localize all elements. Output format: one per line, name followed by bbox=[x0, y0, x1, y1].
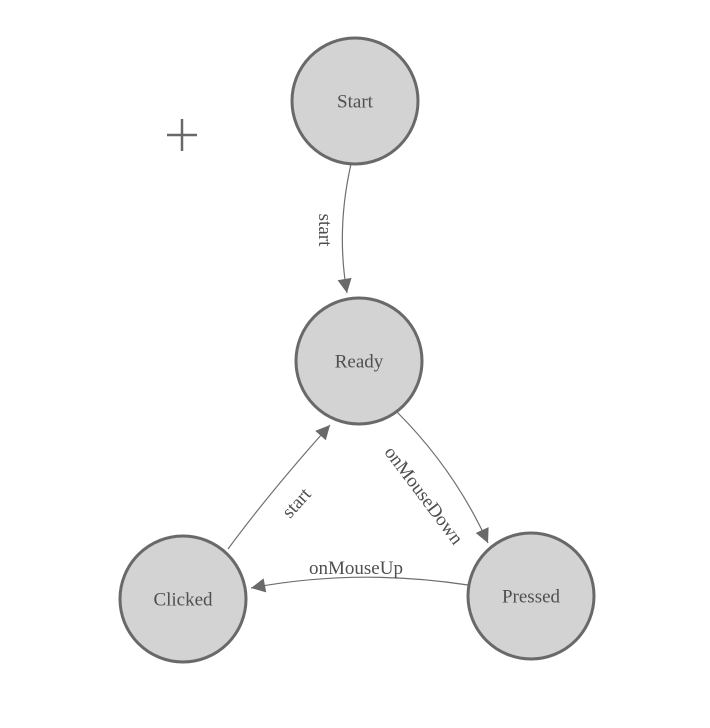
node-start-circle[interactable] bbox=[290, 36, 420, 166]
node-ready-circle[interactable] bbox=[294, 296, 424, 426]
node-pressed-circle[interactable] bbox=[466, 531, 596, 661]
node-start-label: Start bbox=[337, 92, 374, 113]
edge-label-onmousedown: onMouseDown bbox=[380, 443, 468, 550]
edge-path-start-to-ready[interactable] bbox=[337, 163, 352, 294]
edge-label-onmouseup: onMouseUp bbox=[309, 558, 403, 579]
edge-pressed-to-clicked[interactable]: onMouseUp bbox=[250, 558, 469, 593]
edge-path-ready-to-pressed[interactable] bbox=[396, 411, 489, 544]
edge-start-to-ready[interactable]: start bbox=[314, 163, 352, 294]
edge-path-clicked-to-ready[interactable] bbox=[227, 424, 331, 550]
node-clicked-circle[interactable] bbox=[118, 534, 248, 664]
edge-label-start: start bbox=[314, 214, 335, 247]
node-ready-label: Ready bbox=[335, 352, 384, 373]
edge-ready-to-pressed[interactable]: onMouseDown bbox=[380, 411, 489, 550]
node-start[interactable]: Start bbox=[290, 36, 420, 166]
edge-label-start-2: start bbox=[278, 484, 316, 523]
plus-icon[interactable] bbox=[167, 119, 197, 151]
edge-clicked-to-ready[interactable]: start bbox=[227, 424, 331, 550]
node-ready[interactable]: Ready bbox=[294, 296, 424, 426]
node-pressed[interactable]: Pressed bbox=[466, 531, 596, 661]
node-clicked-label: Clicked bbox=[153, 590, 213, 611]
node-pressed-label: Pressed bbox=[502, 587, 561, 608]
node-clicked[interactable]: Clicked bbox=[118, 534, 248, 664]
edge-path-pressed-to-clicked[interactable] bbox=[250, 576, 469, 593]
